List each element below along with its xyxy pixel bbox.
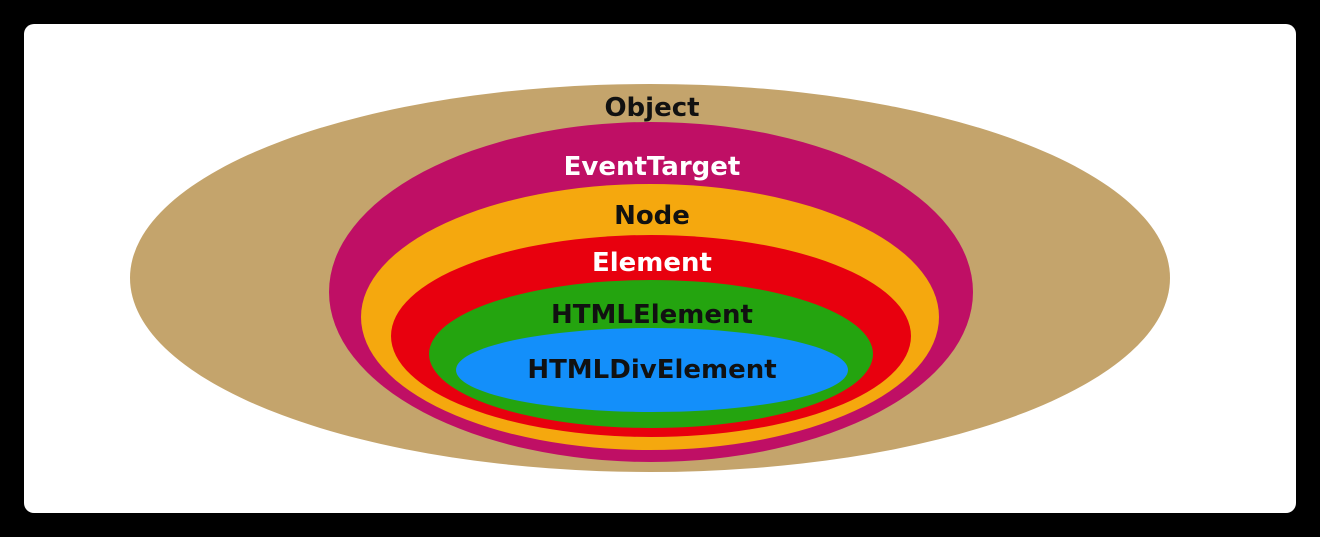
layer-htmldivelement: HTMLDivElement: [456, 328, 848, 412]
label-eventtarget: EventTarget: [564, 152, 741, 182]
ellipse-htmldivelement: [456, 328, 848, 412]
label-object: Object: [604, 93, 699, 123]
label-htmlelement: HTMLElement: [551, 300, 753, 330]
nested-ellipses-diagram: Object EventTarget Node Element HTMLElem…: [130, 84, 1170, 472]
diagram-canvas: Object EventTarget Node Element HTMLElem…: [24, 24, 1296, 513]
label-htmldivelement: HTMLDivElement: [527, 355, 776, 385]
label-node: Node: [614, 201, 690, 231]
label-element: Element: [592, 248, 712, 278]
